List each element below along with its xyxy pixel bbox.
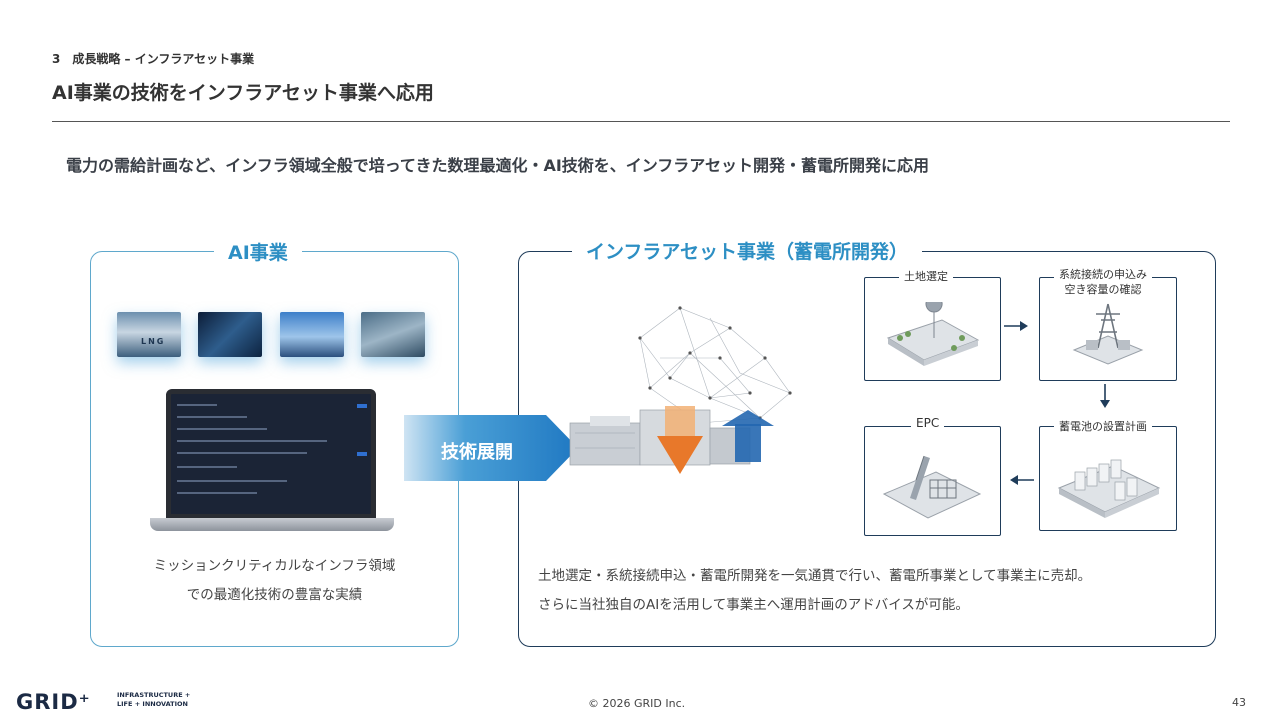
arrow-down-icon [1100, 384, 1110, 408]
step-grid-label-line-1: 系統接続の申込み [1059, 268, 1147, 281]
transmission-tower-icon [1072, 303, 1144, 365]
step-land-selection [864, 277, 1001, 381]
ai-network-facility-illustration [569, 306, 792, 474]
ai-business-title: AI事業 [214, 238, 302, 265]
infra-caption-line-1: 土地選定・系統接続申込・蓄電所開発を一気通貫で行い、蓄電所事業として事業主に売却… [538, 568, 1092, 584]
infra-caption-line-2: さらに当社独自のAIを活用して事業主へ運用計画のアドバイスが可能。 [538, 597, 969, 613]
power-line-image [198, 312, 262, 357]
page-number: 43 [1232, 696, 1246, 709]
arrow-right-icon [1004, 321, 1028, 331]
infra-asset-title: インフラアセット事業（蓄電所開発） [572, 237, 923, 264]
screen-line [177, 404, 217, 406]
step-land-selection-label: 土地選定 [899, 269, 953, 284]
logo-tagline: INFRASTRUCTURE + LIFE + INNOVATION [117, 691, 190, 709]
step-grid-label-line-2: 空き容量の確認 [1064, 283, 1142, 296]
laptop-base [150, 518, 394, 531]
tagline-line-2: LIFE + INNOVATION [117, 700, 188, 708]
screen-line [177, 480, 287, 482]
lng-label: LNG [141, 337, 166, 346]
battery-storage-icon [1057, 459, 1161, 518]
section-label: 3 成長戦略 – インフラアセット事業 [52, 52, 255, 66]
infra-asset-caption: 土地選定・系統接続申込・蓄電所開発を一気通貫で行い、蓄電所事業として事業主に売却… [538, 562, 1091, 620]
arrow-left-icon [1010, 475, 1034, 485]
screen-line [177, 492, 257, 494]
lead-text: 電力の需給計画など、インフラ領域全般で培ってきた数理最適化・AI技術を、インフラ… [66, 156, 929, 175]
copyright: © 2026 GRID Inc. [588, 697, 686, 710]
screen-line [177, 428, 267, 430]
screen-line [177, 466, 237, 468]
ship-image [361, 312, 425, 357]
page-title: AI事業の技術をインフラアセット事業へ応用 [52, 82, 434, 104]
tagline-line-1: INFRASTRUCTURE + [117, 691, 191, 699]
screen-button [357, 452, 367, 456]
ai-caption-line-2: での最適化技術の豊富な実績 [186, 587, 363, 603]
city-skyline-image [280, 312, 344, 357]
ai-business-caption: ミッションクリティカルなインフラ領域 での最適化技術の豊富な実績 [90, 552, 459, 610]
step-epc-label: EPC [911, 416, 945, 431]
ai-caption-line-1: ミッションクリティカルなインフラ領域 [153, 558, 396, 574]
land-map-icon [886, 302, 980, 366]
screen-button [357, 404, 367, 408]
laptop-screen-image [166, 389, 376, 519]
construction-site-icon [882, 455, 982, 519]
step-grid-connection-label: 系統接続の申込み 空き容量の確認 [1054, 267, 1152, 297]
tech-transfer-label: 技術展開 [441, 442, 513, 463]
tech-transfer-arrow [404, 415, 578, 481]
grid-logo: GRID⁺ [16, 690, 91, 714]
screen-line [177, 416, 247, 418]
step-battery-layout-label: 蓄電池の設置計画 [1054, 419, 1152, 434]
screen-line [177, 440, 327, 442]
screen-line [177, 452, 307, 454]
title-divider [52, 121, 1230, 122]
lng-tank-image [117, 312, 181, 357]
